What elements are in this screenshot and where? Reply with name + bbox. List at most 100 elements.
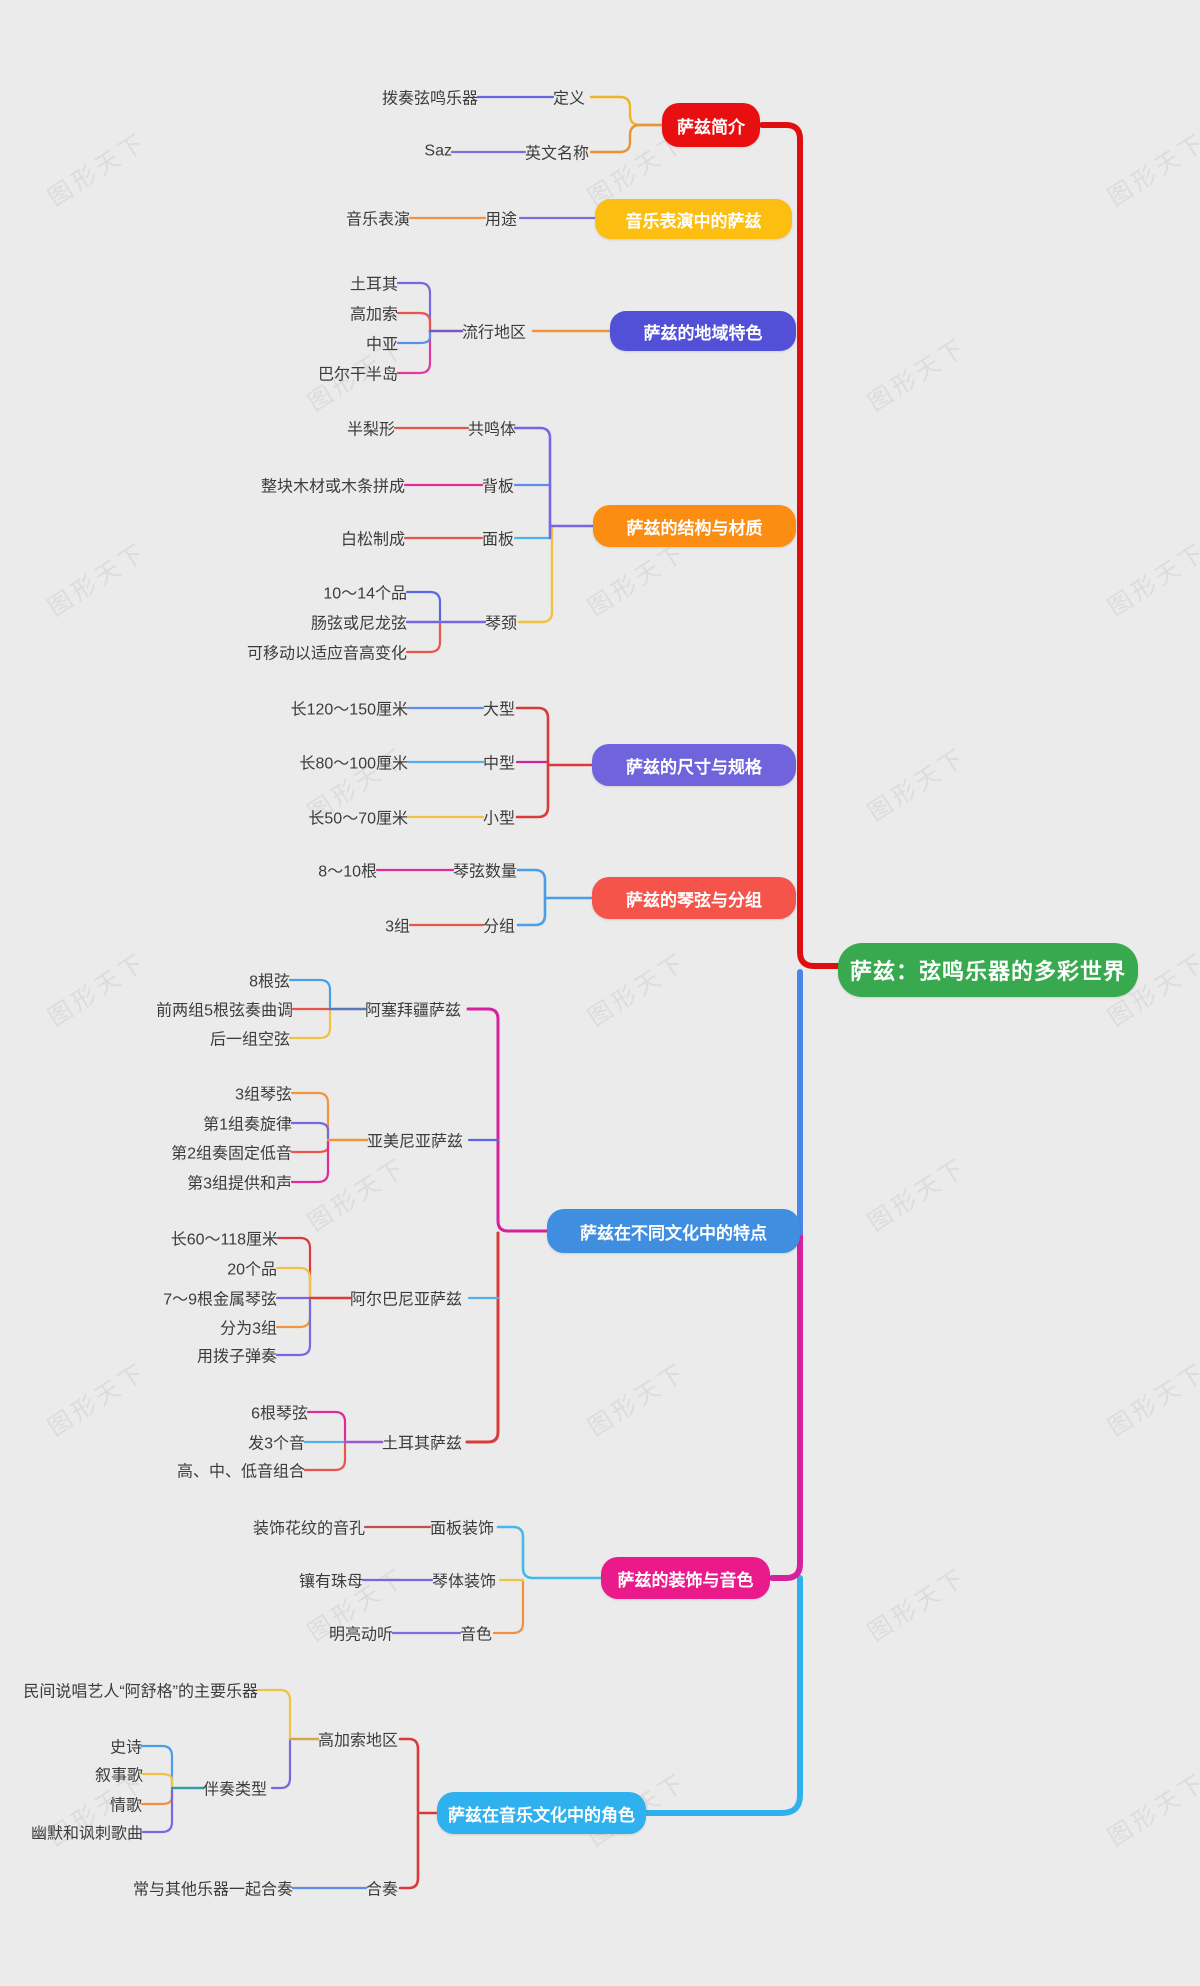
topic-label[interactable]: 阿塞拜疆萨兹	[365, 1002, 462, 1020]
topic-label[interactable]: 音色	[460, 1626, 493, 1644]
connector-line	[290, 1121, 330, 1140]
topic-label[interactable]: 6根琴弦	[251, 1405, 308, 1423]
topic-label[interactable]: 定义	[553, 90, 586, 108]
topic-label[interactable]: 第1组奏旋律	[203, 1116, 292, 1134]
topic-label[interactable]: 巴尔干半岛	[317, 366, 398, 384]
connector-line	[276, 1236, 312, 1298]
branch-node-usage[interactable]: 音乐表演中的萨兹	[595, 199, 792, 239]
topic-label[interactable]: Saz	[424, 142, 452, 160]
topic-label[interactable]: 民间说唱艺人“阿舒格”的主要乐器	[23, 1683, 258, 1701]
connector-line	[303, 1442, 347, 1472]
topic-label[interactable]: 琴体装饰	[432, 1573, 497, 1591]
topic-label[interactable]: 3组琴弦	[235, 1086, 292, 1104]
topic-label[interactable]: 前两组5根弦奏曲调	[156, 1002, 293, 1020]
branch-node-structure[interactable]: 萨兹的结构与材质	[593, 505, 796, 547]
topic-label[interactable]: 肠弦或尼龙弦	[310, 615, 407, 633]
branch-node-strings[interactable]: 萨兹的琴弦与分组	[592, 877, 796, 919]
topic-label[interactable]: 分组	[483, 918, 516, 936]
topic-label[interactable]: 20个品	[227, 1261, 277, 1279]
topic-label[interactable]: 可移动以适应音高变化	[246, 645, 407, 663]
topic-label[interactable]: 阿尔巴尼亚萨兹	[350, 1291, 463, 1309]
topic-label[interactable]: 拨奏弦鸣乐器	[381, 90, 478, 108]
connector-line	[288, 978, 332, 1009]
connector-line	[496, 1525, 603, 1580]
topic-label[interactable]: 整块木材或木条拼成	[260, 478, 405, 496]
connector-line	[492, 1580, 525, 1635]
topic-label[interactable]: 发3个音	[248, 1435, 305, 1453]
topic-label[interactable]: 装饰花纹的音孔	[252, 1520, 365, 1538]
connector-line	[405, 590, 442, 622]
topic-label[interactable]: 明亮动听	[328, 1626, 393, 1644]
connector-line	[275, 1298, 312, 1357]
topic-label[interactable]: 土耳其萨兹	[382, 1435, 463, 1453]
branch-node-size[interactable]: 萨兹的尺寸与规格	[592, 744, 796, 786]
topic-label[interactable]: 音乐表演	[345, 211, 410, 229]
topic-label[interactable]: 半梨形	[346, 421, 395, 439]
topic-label[interactable]: 第2组奏固定低音	[171, 1145, 292, 1163]
topic-label[interactable]: 情歌	[109, 1797, 142, 1815]
topic-label[interactable]: 8根弦	[249, 973, 290, 991]
topic-label[interactable]: 中型	[483, 755, 516, 773]
topic-label[interactable]: 10～14个品	[323, 585, 407, 603]
connector-line	[513, 426, 552, 540]
topic-label[interactable]: 白松制成	[340, 531, 405, 549]
topic-label[interactable]: 3组	[385, 918, 410, 936]
topic-label[interactable]: 第3组提供和声	[187, 1175, 292, 1193]
connector-line	[398, 1737, 420, 1813]
connector-line	[141, 1788, 174, 1834]
topic-label[interactable]: 8～10根	[318, 863, 377, 881]
topic-label[interactable]: 用途	[485, 211, 518, 229]
connector-line	[290, 1091, 330, 1140]
connector-line	[589, 95, 664, 127]
topic-label[interactable]: 英文名称	[525, 145, 590, 163]
connector-line	[290, 1140, 330, 1184]
topic-label[interactable]: 面板装饰	[430, 1520, 495, 1538]
topic-label[interactable]: 背板	[482, 478, 515, 496]
connector-line	[405, 622, 442, 654]
branch-node-decoration[interactable]: 萨兹的装饰与音色	[601, 1557, 770, 1599]
topic-label[interactable]: 镶有珠母	[298, 1573, 363, 1591]
connector-line	[270, 1739, 292, 1790]
topic-label[interactable]: 琴颈	[485, 615, 518, 633]
topic-label[interactable]: 共鸣体	[468, 421, 517, 439]
topic-label[interactable]: 常与其他乐器一起合奏	[132, 1881, 293, 1899]
topic-label[interactable]: 面板	[482, 531, 515, 549]
topic-label[interactable]: 长80～100厘米	[299, 755, 409, 773]
root-node-root[interactable]: 萨兹：弦鸣乐器的多彩世界	[838, 943, 1138, 997]
topic-label[interactable]: 大型	[483, 701, 516, 719]
connector-line	[290, 1140, 330, 1154]
branch-node-intro[interactable]: 萨兹简介	[662, 103, 760, 147]
connector-line	[465, 1231, 500, 1444]
branch-node-region[interactable]: 萨兹的地域特色	[610, 311, 796, 351]
topic-label[interactable]: 长50～70厘米	[308, 810, 408, 828]
topic-label[interactable]: 亚美尼亚萨兹	[367, 1133, 464, 1151]
topic-label[interactable]: 高、中、低音组合	[176, 1463, 305, 1481]
topic-label[interactable]: 幽默和讽刺歌曲	[30, 1825, 143, 1843]
topic-label[interactable]: 高加索地区	[318, 1732, 399, 1750]
topic-label[interactable]: 合奏	[366, 1881, 399, 1899]
topic-label[interactable]: 后一组空弦	[209, 1031, 290, 1049]
branch-node-cultures[interactable]: 萨兹在不同文化中的特点	[547, 1209, 800, 1253]
topic-label[interactable]: 土耳其	[349, 276, 398, 294]
connector-line	[306, 1410, 347, 1442]
topic-label[interactable]: 分为3组	[220, 1320, 277, 1338]
topic-label[interactable]: 高加索	[349, 306, 398, 324]
topic-label[interactable]: 流行地区	[462, 324, 527, 342]
connector-line	[141, 1772, 174, 1788]
topic-label[interactable]: 长60～118厘米	[170, 1231, 278, 1249]
topic-label[interactable]: 伴奏类型	[203, 1781, 268, 1799]
connector-line	[140, 1788, 174, 1806]
connector-line	[396, 329, 432, 375]
topic-label[interactable]: 用拨子弹奏	[196, 1348, 277, 1366]
topic-label[interactable]: 叙事歌	[94, 1767, 143, 1785]
topic-label[interactable]: 琴弦数量	[453, 863, 518, 881]
topic-label[interactable]: 7～9根金属琴弦	[163, 1291, 277, 1309]
topic-label[interactable]: 史诗	[109, 1739, 142, 1757]
topic-label[interactable]: 小型	[483, 810, 516, 828]
topic-label[interactable]: 中亚	[365, 336, 398, 354]
branch-node-role[interactable]: 萨兹在音乐文化中的角色	[437, 1792, 646, 1834]
topic-label[interactable]: 长120～150厘米	[290, 701, 408, 719]
connector-line	[396, 311, 432, 333]
